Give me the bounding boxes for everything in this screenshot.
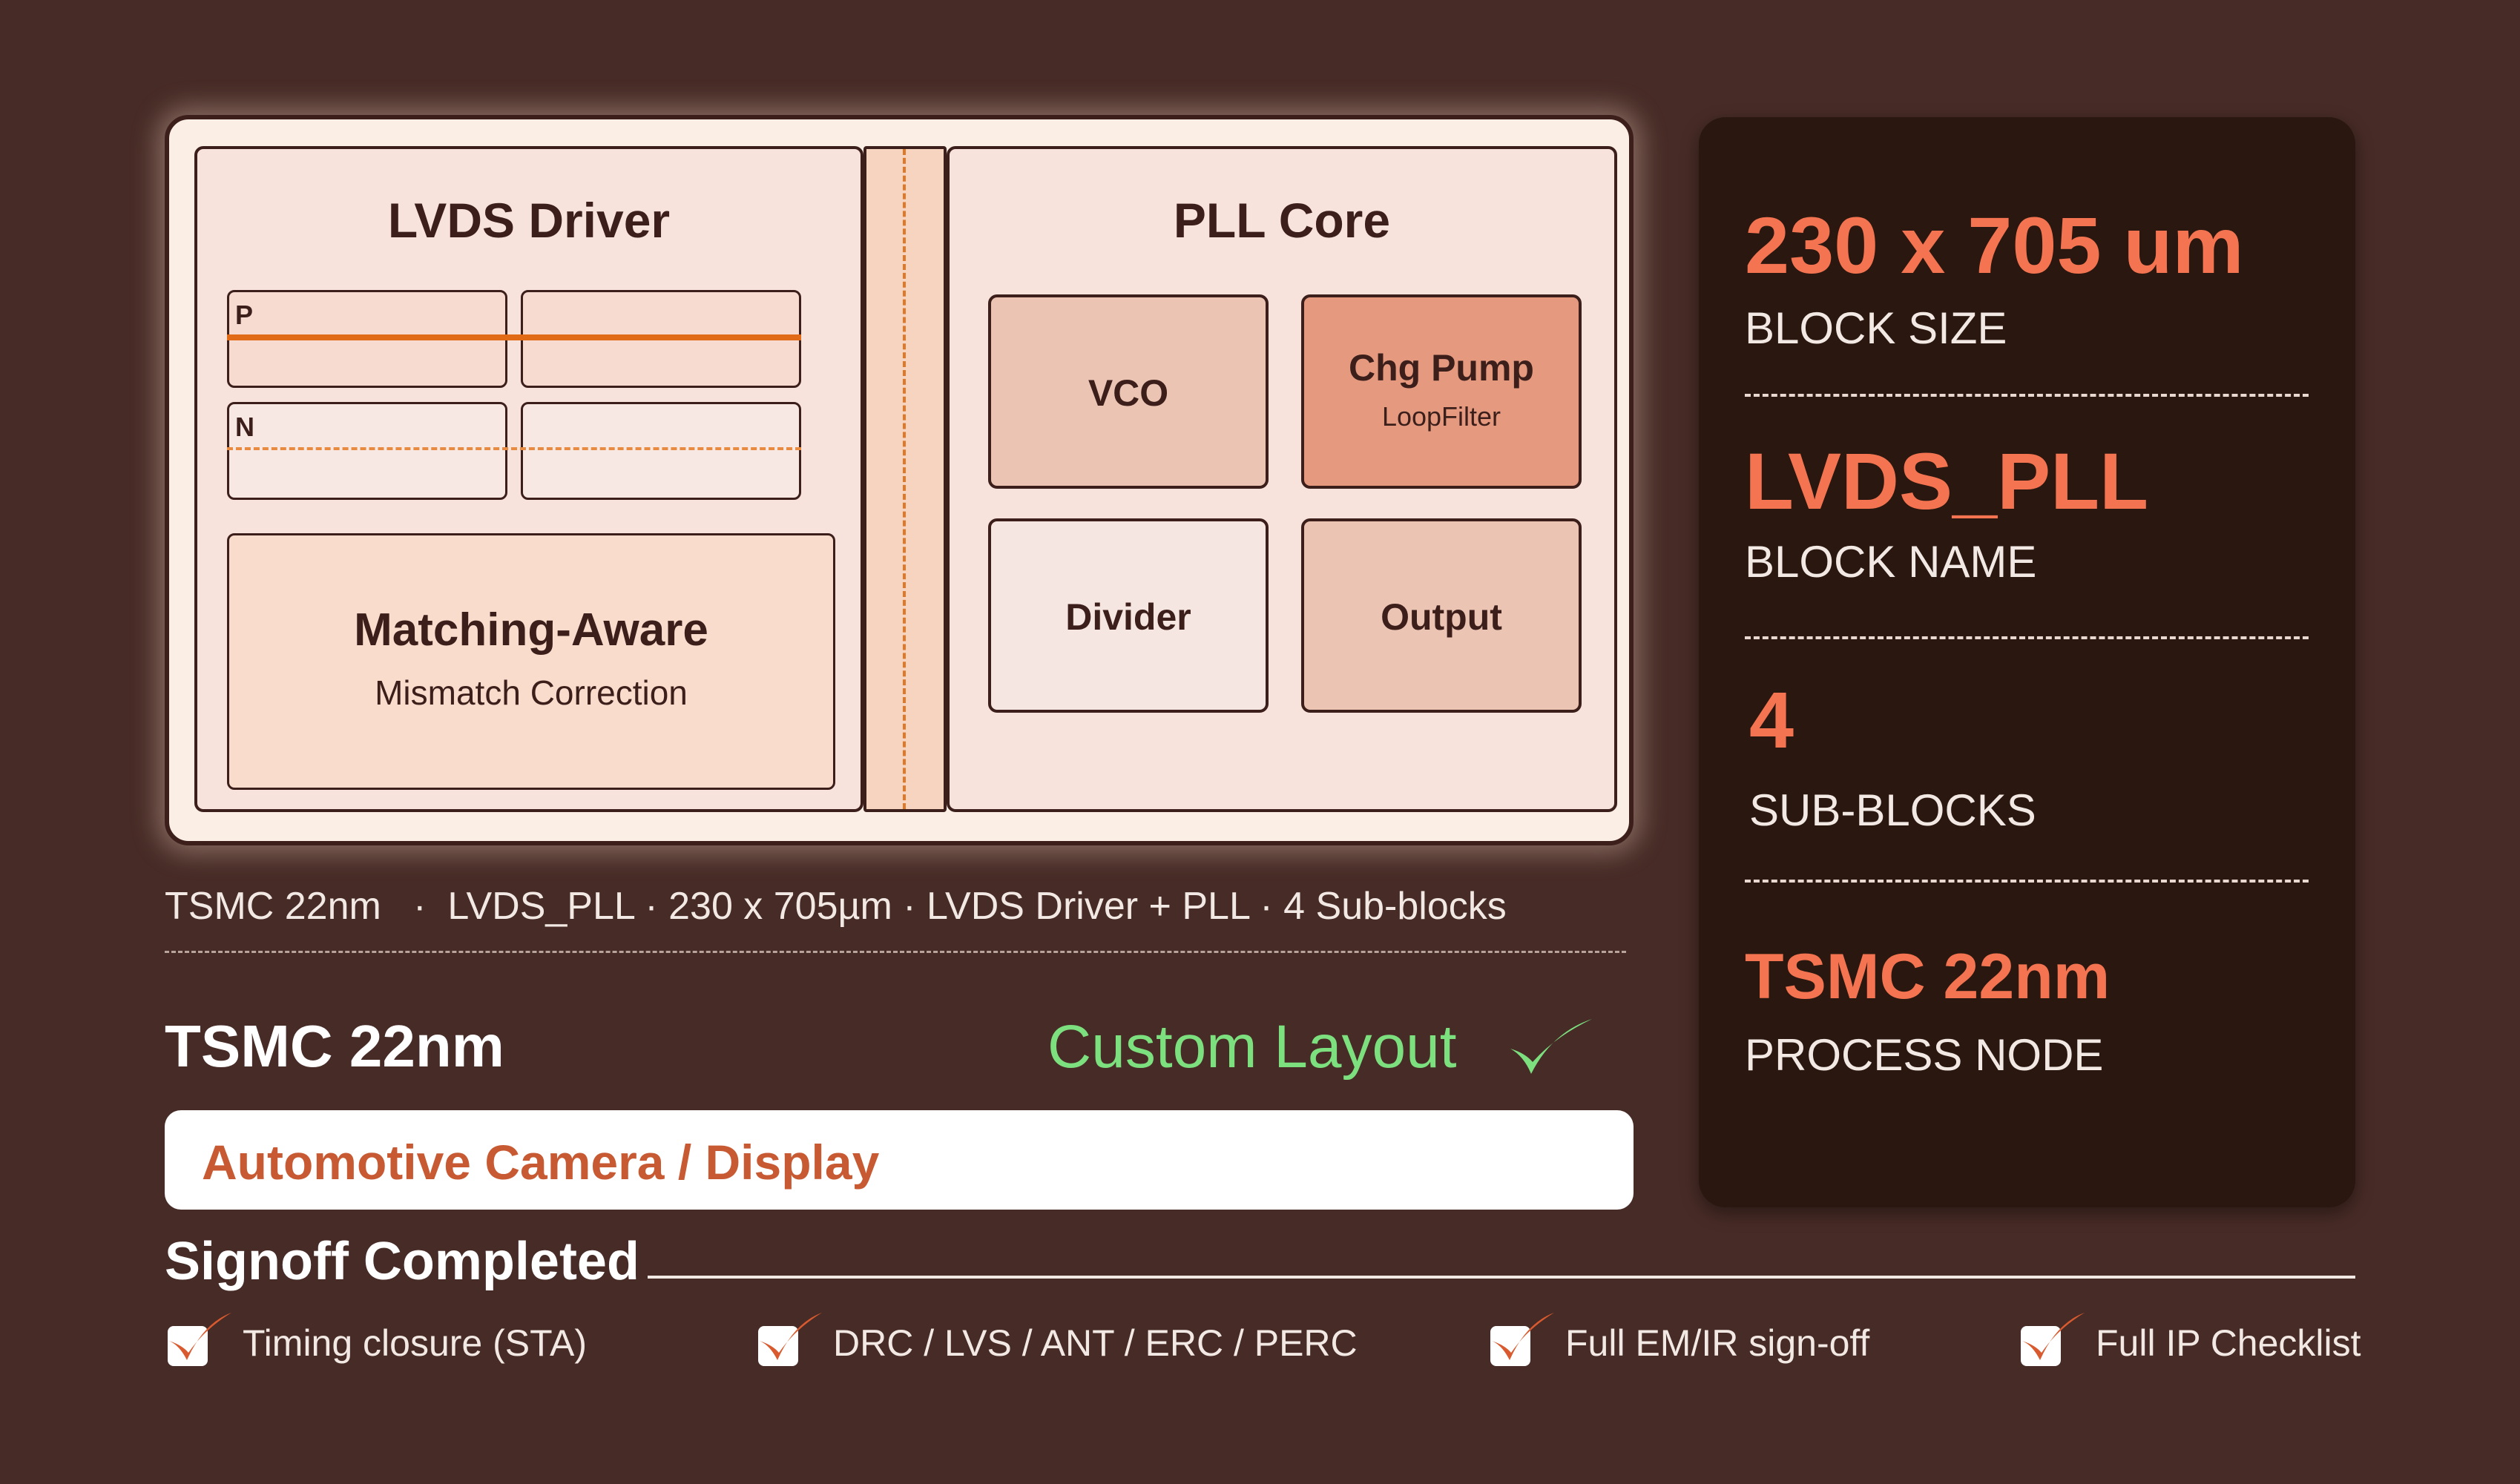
lvds-driver-title: LVDS Driver (387, 193, 671, 248)
lvds-driver-region: LVDS Driver P N Matching-Aware Mismatch … (194, 146, 863, 812)
custom-layout-label: Custom Layout (1047, 1013, 1457, 1081)
n-label: N (235, 412, 254, 442)
stats-divider (1745, 636, 2309, 639)
chg-pump-block: Chg Pump LoopFilter (1301, 294, 1582, 489)
stats-divider (1745, 394, 2309, 397)
signoff-heading: Signoff Completed (165, 1232, 639, 1291)
mismatch-correction-label: Mismatch Correction (375, 673, 688, 712)
process-heading: TSMC 22nm (165, 1013, 504, 1079)
application-pill: Automotive Camera / Display (165, 1110, 1634, 1210)
checklist-item-label: Full IP Checklist (2096, 1322, 2361, 1364)
divider-label: Divider (1065, 596, 1191, 638)
block-name-label: BLOCK NAME (1745, 537, 2037, 587)
output-block: Output (1301, 518, 1582, 713)
checklist-item-label: DRC / LVS / ANT / ERC / PERC (833, 1322, 1358, 1364)
channel-dashed-line (903, 149, 906, 809)
matching-aware-block: Matching-Aware Mismatch Correction (227, 533, 835, 790)
vco-block: VCO (988, 294, 1269, 489)
diagram-caption: TSMC 22nm · LVDS_PLL · 230 x 705µm · LVD… (165, 885, 1507, 928)
checkbox-check-icon (2021, 1313, 2085, 1366)
checkbox-check-icon (758, 1313, 822, 1366)
p-label: P (235, 300, 254, 330)
matching-aware-title: Matching-Aware (354, 604, 708, 656)
check-icon (1510, 1019, 1592, 1074)
checklist-item-label: Timing closure (STA) (243, 1322, 587, 1364)
n-cell-right (521, 402, 801, 500)
signoff-underline (648, 1276, 2355, 1279)
block-size-label: BLOCK SIZE (1745, 303, 2007, 353)
caption-divider (165, 951, 1626, 953)
loop-filter-label: LoopFilter (1381, 401, 1501, 432)
checklist-item-label: Full EM/IR sign-off (1565, 1322, 1870, 1364)
output-label: Output (1381, 596, 1502, 638)
sub-blocks-value: 4 (1749, 675, 1794, 765)
block-name-value: LVDS_PLL (1745, 436, 2149, 526)
divider-block: Divider (988, 518, 1269, 713)
stats-panel: 230 x 705 um BLOCK SIZE LVDS_PLL BLOCK N… (1699, 117, 2355, 1207)
routing-channel (863, 146, 947, 812)
sub-blocks-label: SUB-BLOCKS (1749, 785, 2036, 835)
process-node-label: PROCESS NODE (1745, 1030, 2104, 1080)
n-signal-line (227, 447, 801, 450)
n-cell-left: N (227, 402, 507, 500)
process-node-value: TSMC 22nm (1745, 941, 2111, 1012)
vco-label: VCO (1088, 372, 1169, 414)
stats-divider (1745, 880, 2309, 883)
pll-core-region: PLL Core VCO Chg Pump LoopFilter Divider… (947, 146, 1617, 812)
block-size-value: 230 x 705 um (1745, 200, 2244, 290)
layout-diagram: LVDS Driver P N Matching-Aware Mismatch … (165, 115, 1634, 845)
chg-pump-label: Chg Pump (1349, 347, 1534, 389)
checkbox-check-icon (168, 1313, 231, 1366)
pll-core-title: PLL Core (1173, 193, 1391, 248)
p-signal-line (227, 334, 801, 340)
checkbox-check-icon (1490, 1313, 1554, 1366)
application-label: Automotive Camera / Display (202, 1135, 880, 1190)
stats-list: 230 x 705 um BLOCK SIZE LVDS_PLL BLOCK N… (1745, 117, 2338, 1207)
